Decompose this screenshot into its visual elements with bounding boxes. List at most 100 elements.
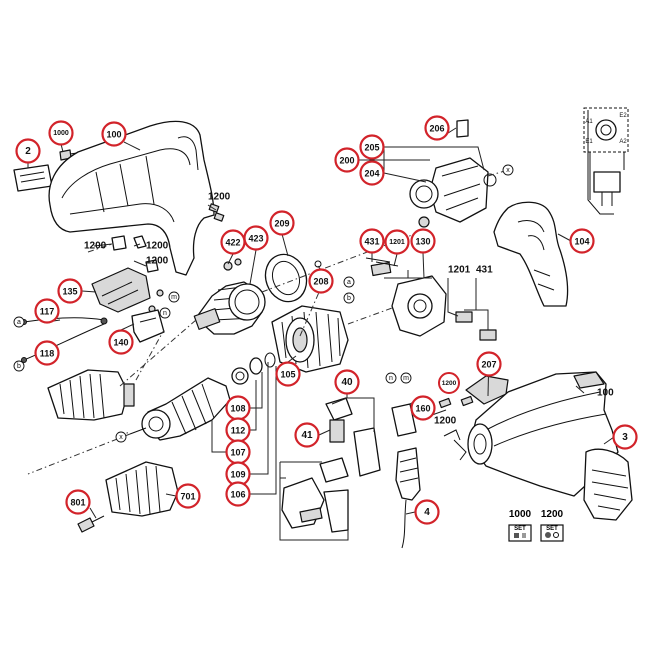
mark-circle [115,431,127,443]
mark-circle [159,307,171,319]
reference-mark-a: a [13,316,25,328]
legend-set-1200: 1200 SET [540,509,564,542]
callout-circle [57,278,83,304]
mark-letter: b [17,363,21,370]
callout-circle [410,228,436,254]
callout-circle [294,422,320,448]
callout-4: 4 [414,499,440,525]
callout-circle [34,340,60,366]
callout-number: 160 [415,404,430,414]
legend-number: 1000 [509,509,532,520]
terminal-label: E2 [619,113,627,119]
callout-207: 207 [476,351,502,377]
callout-140: 140 [108,329,134,355]
callout-circle [612,424,638,450]
reference-mark-1200: 1200 [438,372,460,394]
callout-160: 160 [410,395,436,421]
callout-number: 135 [62,287,77,297]
callout-number: 130 [415,237,430,247]
callout-circle [359,160,385,186]
callout-105: 105 [275,361,301,387]
callout-204: 204 [359,160,385,186]
callout-circle [275,361,301,387]
set-legend: 1000 SET 1200 SET [508,509,564,542]
callout-number: 431 [364,237,379,247]
housing-half-left [48,120,215,276]
part-label: 431 [476,265,493,276]
callout-117: 117 [34,298,60,324]
screw-set-icon [514,533,519,538]
callout-number: 40 [341,377,353,388]
callout-130: 130 [410,228,436,254]
callout-circle [108,329,134,355]
reference-mark-m: m [400,372,412,384]
callout-circle [48,120,74,146]
callout-number: 4 [424,507,430,518]
callout-208: 208 [308,268,334,294]
callout-number: 105 [280,370,295,380]
mark-circle [343,276,355,288]
callout-circle [220,229,246,255]
callout-circle [308,268,334,294]
handle-104 [493,201,569,307]
callout-number: 204 [364,169,379,179]
mark-circle [343,292,355,304]
part-drawings [13,107,633,549]
module-200 [429,157,489,223]
ring-209 [264,253,308,303]
mark-letter: 1200 [442,380,457,387]
reference-mark-n: n [385,372,397,384]
reference-mark-m: m [168,291,180,303]
callout-circle [175,483,201,509]
mark-letter: b [347,295,351,302]
callout-100: 100 [101,121,127,147]
callout-1201: 1201 [384,229,410,255]
terminal-label: E1 [585,139,593,145]
callout-3: 3 [612,424,638,450]
callout-circle [414,499,440,525]
mark-letter: n [163,310,167,317]
callout-number: 41 [301,430,313,441]
callout-number: 207 [481,360,496,370]
callout-41: 41 [294,422,320,448]
callout-107: 107 [225,439,251,465]
callout-number: 208 [313,277,328,287]
callout-431: 431 [359,228,385,254]
callout-1000: 1000 [48,120,74,146]
mark-letter: a [17,319,21,326]
reference-mark-b: b [343,292,355,304]
callout-206: 206 [424,115,450,141]
callout-number: 801 [70,498,85,508]
part-label: 100 [597,388,614,399]
brush-cover-207 [465,375,509,405]
mark-letter: a [347,279,351,286]
callout-104: 104 [569,228,595,254]
callout-801: 801 [65,489,91,515]
rating-label [13,164,53,192]
callout-112: 112 [225,417,251,443]
clip-set-icon [545,532,551,538]
mark-circle [385,372,397,384]
callout-108: 108 [225,395,251,421]
callout-135: 135 [57,278,83,304]
mark-letter: x [119,434,123,441]
part-label: 1201 [448,265,471,276]
part-label: 1200 [146,256,169,267]
callout-109: 109 [225,461,251,487]
callout-number: 100 [106,130,121,140]
callout-205: 205 [359,134,385,160]
reference-mark-x: x [502,164,514,176]
callout-circle [15,138,41,164]
callout-circle [65,489,91,515]
callout-circle [34,298,60,324]
chuck-keyless-upper [47,369,129,421]
callout-209: 209 [269,210,295,236]
mark-circle [502,164,514,176]
assembled-drill-housing [469,371,619,497]
callout-422: 422 [220,229,246,255]
legend-set-1000: 1000 SET [508,509,532,542]
callout-number: 117 [40,307,55,317]
callout-circle [410,395,436,421]
spacer-206 [456,119,469,138]
